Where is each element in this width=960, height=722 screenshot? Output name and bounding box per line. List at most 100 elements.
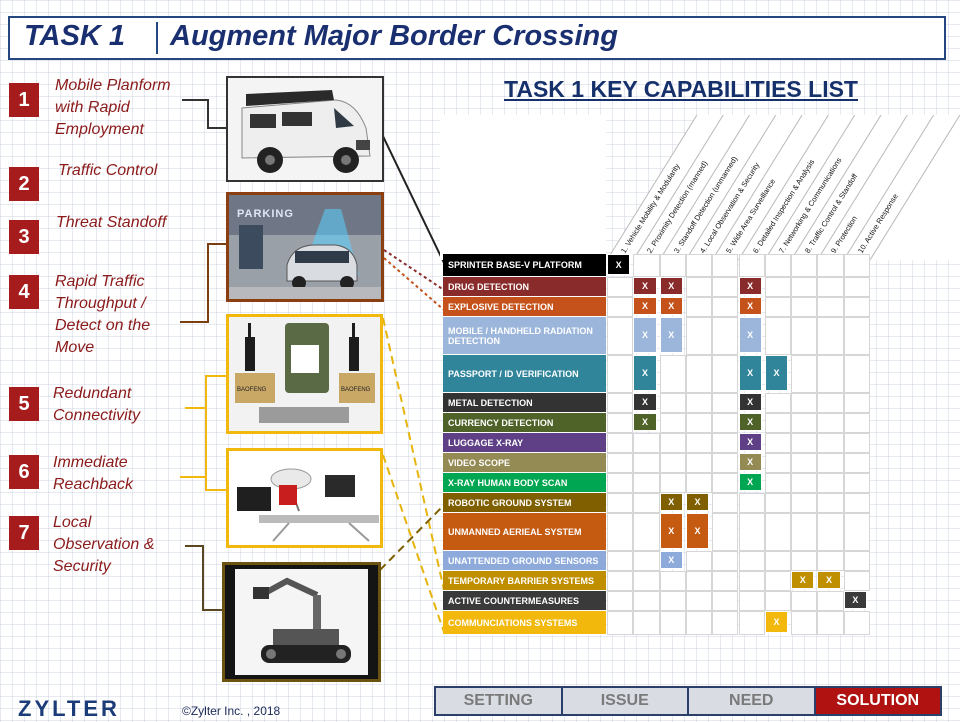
matrix-cell bbox=[764, 513, 792, 551]
matrix-cell bbox=[738, 591, 765, 611]
capability-row-label: COMMUNCIATIONS SYSTEMS bbox=[443, 611, 606, 635]
nav-tab-need[interactable]: NEED bbox=[689, 688, 816, 714]
matrix-cell bbox=[817, 551, 844, 571]
matrix-cell bbox=[607, 611, 634, 635]
capability-mark: X bbox=[607, 254, 631, 275]
matrix-cell bbox=[607, 433, 634, 453]
matrix-cell bbox=[659, 473, 686, 493]
capability-mark: X bbox=[817, 571, 841, 589]
matrix-cell bbox=[633, 551, 660, 571]
matrix-cell bbox=[607, 355, 634, 393]
capability-mark: X bbox=[738, 433, 762, 451]
border-crossing-photo: PARKING bbox=[226, 192, 384, 302]
matrix-cell bbox=[685, 297, 713, 317]
matrix-cell bbox=[633, 493, 660, 513]
matrix-cell bbox=[712, 355, 739, 393]
matrix-cell bbox=[712, 433, 739, 453]
matrix-cell bbox=[764, 297, 792, 317]
matrix-cell bbox=[843, 355, 870, 393]
header-divider bbox=[156, 22, 158, 54]
matrix-cell bbox=[607, 453, 634, 473]
matrix-cell bbox=[685, 591, 713, 611]
capability-row-label: SPRINTER BASE-V PLATFORM bbox=[443, 254, 606, 277]
matrix-cell bbox=[791, 254, 818, 277]
matrix-cell bbox=[738, 254, 765, 277]
matrix-cell bbox=[764, 317, 792, 355]
item-text-7: Local Observation & Security bbox=[53, 514, 155, 575]
item-text-6: Immediate Reachback bbox=[53, 454, 134, 493]
matrix-cell bbox=[843, 473, 870, 493]
item-number-5: 5 bbox=[9, 387, 39, 421]
task-number: TASK 1 bbox=[24, 20, 125, 52]
nav-tab-issue[interactable]: ISSUE bbox=[562, 688, 689, 714]
matrix-cell bbox=[843, 393, 870, 413]
matrix-cell bbox=[817, 611, 844, 635]
capability-mark: X bbox=[791, 571, 815, 589]
matrix-cell bbox=[764, 413, 792, 433]
capability-row-label: DRUG DETECTION bbox=[443, 277, 606, 297]
matrix-cell bbox=[817, 591, 844, 611]
matrix-cell bbox=[685, 453, 713, 473]
capability-row-label: TEMPORARY BARRIER SYSTEMS bbox=[443, 571, 606, 591]
matrix-cell bbox=[633, 513, 660, 551]
capability-mark: X bbox=[659, 513, 683, 549]
capability-mark: X bbox=[764, 611, 789, 633]
matrix-cell bbox=[659, 571, 686, 591]
capability-row-label: METAL DETECTION bbox=[443, 393, 606, 413]
capability-mark: X bbox=[738, 317, 762, 353]
capability-mark: X bbox=[843, 591, 867, 609]
matrix-cell bbox=[659, 413, 686, 433]
item-number-4: 4 bbox=[9, 275, 39, 309]
matrix-cell bbox=[633, 473, 660, 493]
capability-mark: X bbox=[738, 297, 762, 315]
capability-mark: X bbox=[633, 277, 657, 295]
matrix-cell bbox=[712, 453, 739, 473]
matrix-cell bbox=[712, 551, 739, 571]
capability-mark: X bbox=[738, 413, 762, 431]
matrix-cell bbox=[764, 277, 792, 297]
matrix-cell bbox=[764, 393, 792, 413]
matrix-cell bbox=[659, 355, 686, 393]
item-number-3: 3 bbox=[9, 220, 39, 254]
matrix-cell bbox=[817, 277, 844, 297]
capability-mark: X bbox=[633, 393, 657, 411]
zylter-logo: ZYLTER bbox=[18, 696, 120, 721]
matrix-cell bbox=[791, 493, 818, 513]
radio-brand-right: BAOFENG bbox=[341, 387, 371, 393]
matrix-cell bbox=[712, 473, 739, 493]
capability-row-label: MOBILE / HANDHELD RADIATION DETECTION bbox=[443, 317, 606, 355]
item-number-2: 2 bbox=[9, 167, 39, 201]
capabilities-title: TASK 1 KEY CAPABILITIES LIST bbox=[504, 76, 858, 102]
matrix-cell bbox=[843, 571, 870, 591]
matrix-cell bbox=[659, 433, 686, 453]
matrix-cell bbox=[633, 254, 660, 277]
capability-mark: X bbox=[659, 493, 683, 511]
capability-mark: X bbox=[764, 355, 789, 391]
capability-mark: X bbox=[738, 355, 762, 391]
matrix-cell bbox=[659, 611, 686, 635]
matrix-cell bbox=[712, 317, 739, 355]
nav-tab-solution[interactable]: SOLUTION bbox=[815, 688, 940, 714]
item-text-1: Mobile Planform with Rapid Employment bbox=[55, 77, 171, 138]
matrix-cell bbox=[633, 611, 660, 635]
capability-row-label: UNMANNED AERIEAL SYSTEM bbox=[443, 513, 606, 551]
robot-photo bbox=[222, 562, 381, 682]
section-nav: SETTING ISSUE NEED SOLUTION bbox=[434, 686, 942, 716]
item-number-1: 1 bbox=[9, 83, 39, 117]
capability-row-label: X-RAY HUMAN BODY SCAN bbox=[443, 473, 606, 493]
matrix-cell bbox=[633, 591, 660, 611]
matrix-cell bbox=[712, 254, 739, 277]
matrix-cell bbox=[712, 571, 739, 591]
matrix-cell bbox=[738, 513, 765, 551]
matrix-cell bbox=[607, 493, 634, 513]
van-photo bbox=[226, 76, 384, 182]
matrix-cell bbox=[607, 317, 634, 355]
capability-mark: X bbox=[738, 393, 762, 411]
matrix-cell bbox=[791, 413, 818, 433]
matrix-cell bbox=[791, 355, 818, 393]
nav-tab-setting[interactable]: SETTING bbox=[436, 688, 563, 714]
matrix-cell bbox=[791, 611, 818, 635]
matrix-cell bbox=[685, 473, 713, 493]
matrix-cell bbox=[764, 433, 792, 453]
